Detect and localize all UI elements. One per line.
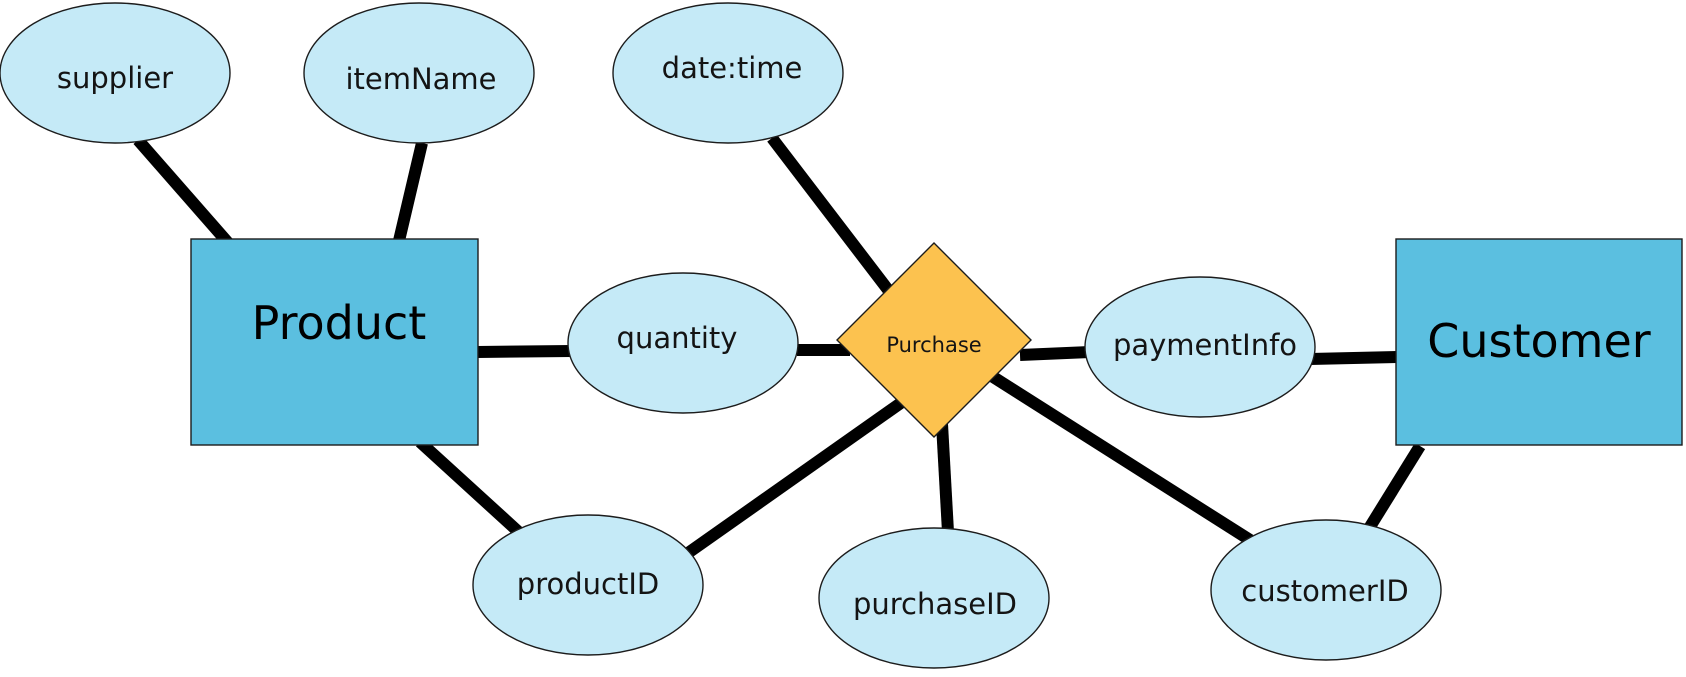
relationship-purchase: Purchase: [836, 242, 1032, 438]
line-supplier-product: [133, 136, 235, 249]
line-itemname-product: [392, 141, 428, 247]
attribute-supplier: supplier: [0, 2, 231, 144]
attribute-itemname-label: itemName: [345, 62, 496, 96]
line-datetime-purchase: [767, 134, 897, 299]
line-purchase-purchaseid: [936, 423, 954, 533]
line-purchase-customerid: [986, 369, 1254, 546]
entity-customer: Customer: [1395, 238, 1683, 446]
attribute-purchaseid-label: purchaseID: [853, 587, 1017, 621]
entity-product-box: [190, 238, 479, 446]
entity-product: Product: [190, 238, 479, 446]
attribute-datetime: date:time: [612, 2, 844, 144]
attribute-productid-ellipse: [472, 514, 704, 656]
attribute-productid: productID: [472, 514, 704, 656]
attribute-customerid: customerID: [1210, 519, 1442, 661]
attribute-quantity: quantity: [567, 272, 799, 414]
attribute-productid-label: productID: [517, 567, 659, 601]
attribute-supplier-label: supplier: [57, 61, 173, 95]
attribute-datetime-ellipse: [612, 2, 844, 144]
attribute-quantity-ellipse: [567, 272, 799, 414]
attribute-customerid-ellipse: [1210, 519, 1442, 661]
relationship-purchase-diamond: [836, 242, 1032, 438]
attribute-itemname-ellipse: [303, 2, 535, 144]
attribute-itemname: itemName: [303, 2, 535, 144]
attribute-purchaseid-ellipse: [818, 527, 1050, 669]
line-product-quantity: [476, 345, 573, 358]
attribute-datetime-label: date:time: [662, 51, 803, 85]
attribute-paymentinfo-ellipse: [1084, 276, 1316, 418]
line-productid-purchase: [684, 395, 909, 558]
attribute-quantity-label: quantity: [617, 321, 738, 355]
line-product-productid: [415, 437, 527, 540]
attribute-paymentinfo: paymentInfo: [1084, 276, 1316, 418]
entity-customer-box: [1395, 238, 1683, 446]
entity-customer-label: Customer: [1427, 314, 1651, 368]
line-customer-customerid: [1362, 442, 1426, 534]
attribute-purchaseid: purchaseID: [818, 527, 1050, 669]
attribute-paymentinfo-label: paymentInfo: [1113, 328, 1297, 362]
entity-product-label: Product: [252, 296, 427, 350]
connector-lines: [133, 134, 1426, 558]
attribute-supplier-ellipse: [0, 2, 231, 144]
line-purchase-paymentinfo: [1019, 346, 1091, 361]
line-paymentinfo-customer: [1309, 351, 1398, 365]
relationship-purchase-label: Purchase: [886, 333, 981, 357]
attribute-customerid-label: customerID: [1241, 574, 1408, 608]
